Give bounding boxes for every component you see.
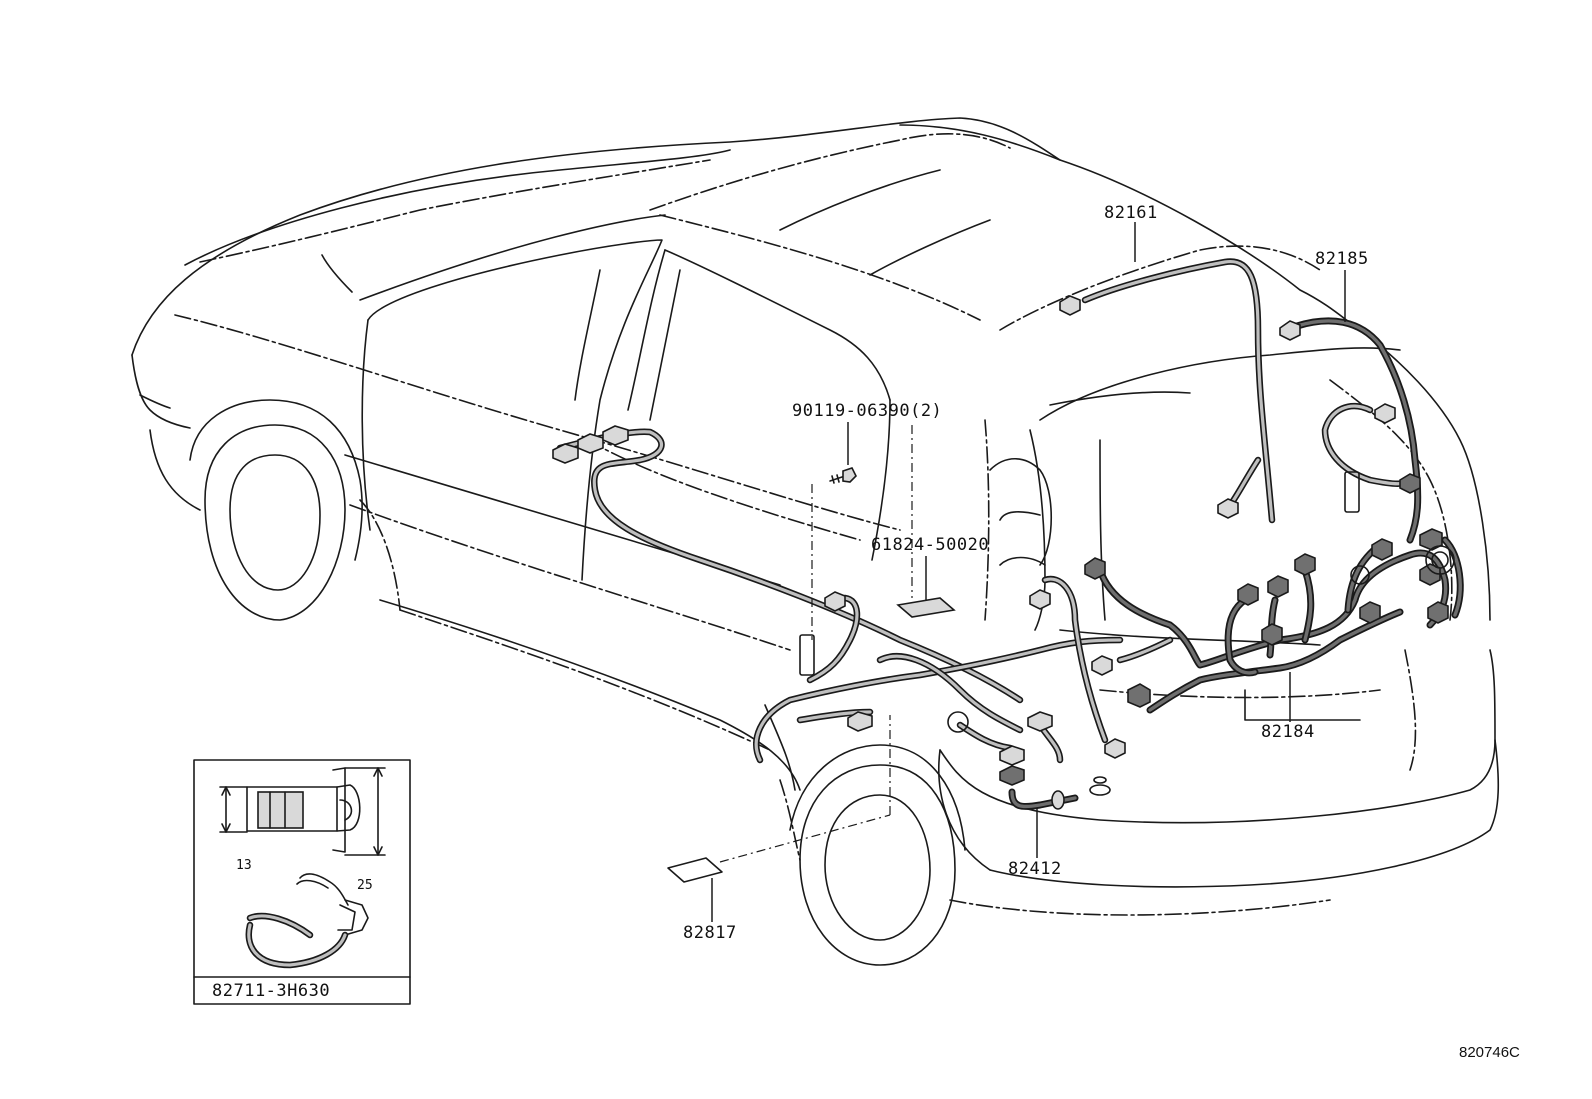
connector [1237, 583, 1259, 606]
callout-82185: 82185 [1315, 249, 1369, 269]
harness-82412 [1008, 776, 1111, 810]
connector [1029, 589, 1051, 610]
connector [1267, 575, 1289, 598]
connector [1217, 498, 1239, 519]
callout-82412: 82412 [1008, 859, 1062, 879]
connector [1104, 738, 1126, 759]
dim-overall: 25 [357, 878, 373, 893]
leader-lines [711, 222, 1346, 922]
grommet-icon [1093, 776, 1107, 784]
connector [1359, 601, 1381, 624]
connector [999, 765, 1025, 786]
grommet-icon [1089, 784, 1111, 796]
vehicle-body-outline [131, 117, 1500, 966]
diagram-id: 820746C [1459, 1044, 1520, 1061]
harness-82185 [1279, 317, 1422, 544]
dim-height: 13 [236, 858, 252, 873]
connector [1419, 528, 1443, 551]
connector [824, 591, 846, 612]
connector [847, 711, 873, 732]
dimension-lines [219, 767, 386, 856]
harness-82184 [1084, 528, 1464, 714]
callout-61824-50020: 61824-50020 [871, 535, 989, 555]
connector [1371, 538, 1393, 561]
connector [552, 443, 579, 464]
harness-82161 [1059, 258, 1276, 524]
inset-part-number: 82711-3H630 [212, 981, 330, 1001]
bracket-icon [799, 634, 815, 676]
callout-82817: 82817 [683, 923, 737, 943]
grommet-icon [1350, 565, 1370, 585]
harness-floor [552, 425, 1360, 786]
pad-82817-icon [667, 857, 723, 883]
inset-frame [193, 759, 411, 1005]
connector [1084, 557, 1106, 580]
grommet-icon [1431, 551, 1449, 569]
grommet-icon [1425, 545, 1455, 575]
grommet-icon [1051, 790, 1065, 810]
connector [1279, 320, 1301, 341]
pad-61824-icon [896, 597, 956, 618]
connector [1399, 473, 1421, 494]
connector [1427, 601, 1449, 624]
connector [1419, 563, 1441, 586]
connector [1374, 403, 1396, 424]
installed-clip-icon [245, 873, 369, 969]
connector [577, 433, 604, 454]
connector [1059, 295, 1081, 316]
callout-82184: 82184 [1261, 722, 1315, 742]
bolt-icon [829, 467, 857, 484]
clip-icon [246, 767, 361, 853]
connector [999, 745, 1025, 766]
connector [1294, 553, 1316, 576]
inset-82711-3H630: 82711-3H630 13 25 [193, 759, 411, 1005]
connector [1027, 711, 1053, 732]
connector [602, 425, 629, 446]
grommet-icon [947, 711, 969, 733]
callout-82161: 82161 [1104, 203, 1158, 223]
connector [1127, 683, 1151, 708]
connector [1091, 655, 1113, 676]
connector [1261, 623, 1283, 646]
bracket-icon [1344, 471, 1360, 513]
callout-90119-06390: 90119-06390(2) [792, 401, 942, 421]
